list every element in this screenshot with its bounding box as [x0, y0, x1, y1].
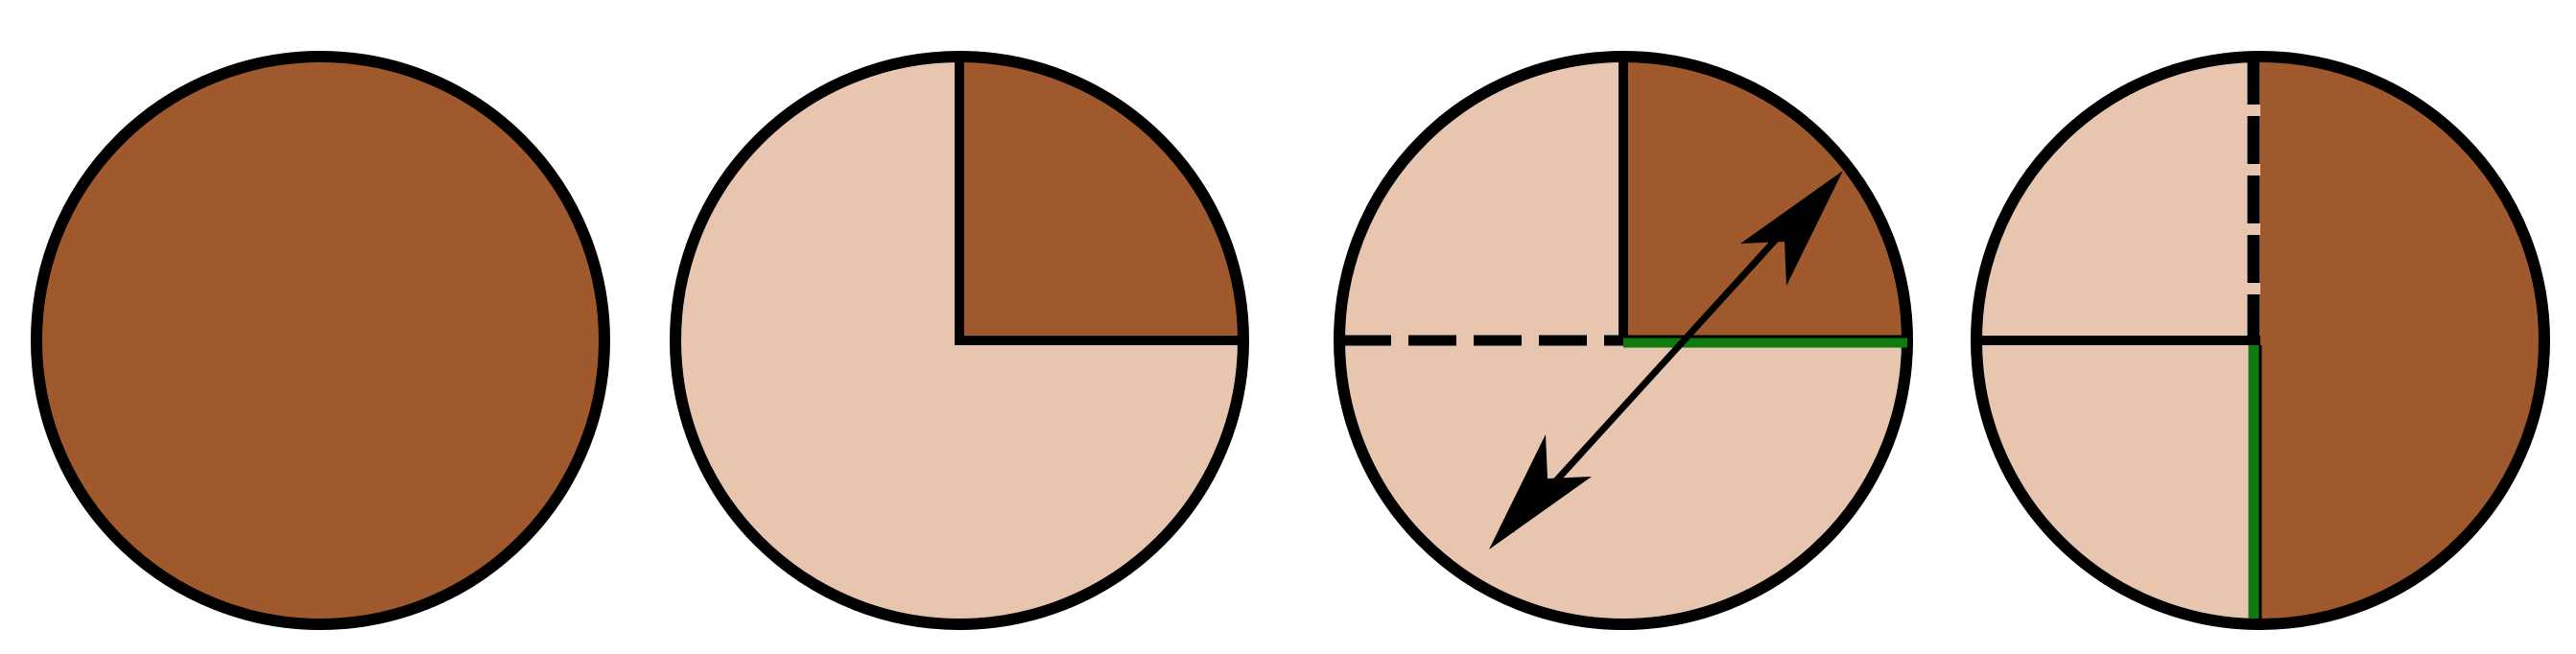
quarter-circle-shaded-sector	[959, 57, 1243, 340]
double-arrow-head-top	[1740, 171, 1843, 286]
double-arrow-head-bottom	[1489, 434, 1592, 549]
double-arrow-shaft	[1508, 187, 1824, 533]
panel-quarter-with-arrow	[1334, 51, 1913, 630]
whole-circle-fill	[31, 51, 610, 630]
panel-half-circle	[1971, 51, 2550, 630]
panel-quarter-circle	[670, 51, 1249, 630]
half-circle-shaded-half	[2260, 57, 2544, 624]
arrow-circle-shaded-sector	[1623, 57, 1907, 340]
panel-whole-circle	[31, 51, 610, 630]
